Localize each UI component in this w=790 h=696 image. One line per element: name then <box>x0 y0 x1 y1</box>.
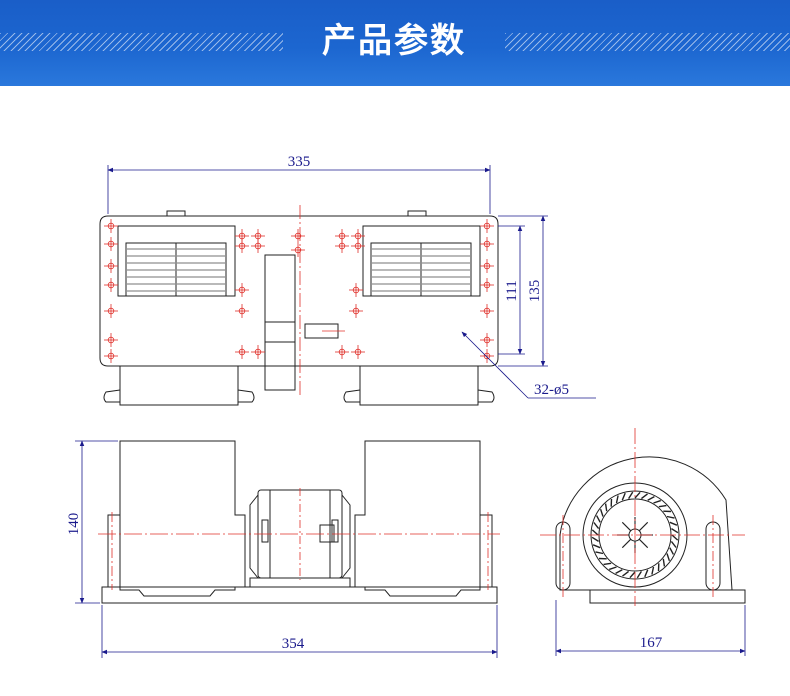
fan-blade <box>591 536 599 542</box>
top-width-label: 335 <box>288 154 311 170</box>
top-plate-outline <box>99 215 499 367</box>
fan-blade <box>592 544 601 549</box>
front-right-housing <box>354 440 481 597</box>
fan-blades <box>591 491 679 579</box>
side-width-label: 167 <box>640 635 663 651</box>
fan-blade <box>666 553 671 562</box>
banner-stripe-left <box>0 33 283 51</box>
side-dimensions <box>555 600 746 656</box>
fan-blade <box>615 569 623 575</box>
front-base-plate <box>101 586 498 604</box>
fan-blade <box>615 495 619 504</box>
top-view <box>99 210 499 406</box>
fan-blade <box>603 562 612 566</box>
fan-blade <box>640 493 648 500</box>
fan-blade <box>591 529 599 536</box>
fan-blade <box>622 570 630 577</box>
front-left-housing <box>119 440 246 597</box>
fan-blade <box>647 495 655 501</box>
fan-blade <box>595 551 604 555</box>
mounting-holes <box>104 219 494 363</box>
hub-spoke <box>621 521 632 532</box>
side-scroll-housing <box>559 456 733 591</box>
hole-spec-label: 32-ø5 <box>534 382 569 398</box>
fan-blade <box>666 515 675 519</box>
top-view-centerlines <box>299 205 345 395</box>
side-view <box>555 456 746 604</box>
front-view <box>101 440 498 604</box>
fan-blade <box>593 522 600 530</box>
fan-blade <box>669 521 678 526</box>
right-lower-housing <box>359 366 479 406</box>
fan-blade <box>658 504 667 508</box>
page-title: 产品参数 <box>322 21 466 61</box>
front-height-label: 140 <box>66 513 82 536</box>
fan-blade <box>595 515 601 523</box>
top-height-outer-label: 135 <box>527 280 543 303</box>
fan-blade <box>671 528 679 534</box>
top-height-inner-label: 111 <box>504 280 520 301</box>
fan-blade <box>628 491 634 499</box>
fan-blade <box>653 499 662 504</box>
fan-blade <box>621 492 626 501</box>
grille-slats <box>127 248 470 292</box>
side-base-plate <box>589 589 746 604</box>
banner-stripe-right <box>505 33 790 51</box>
left-lower-housing <box>119 366 239 406</box>
hub-spoke <box>638 538 649 549</box>
fan-blade <box>604 503 608 512</box>
fan-blade <box>644 569 649 578</box>
fan-blade <box>670 540 677 548</box>
header-banner: 产品参数 <box>0 0 790 86</box>
fan-blade <box>662 558 666 567</box>
front-view-centerlines <box>98 488 500 590</box>
hub-spoke <box>638 521 649 532</box>
fan-blade <box>629 571 636 579</box>
front-dimensions <box>75 440 498 658</box>
fan-blade <box>636 571 642 579</box>
front-width-label: 354 <box>282 636 305 652</box>
fan-blade <box>651 566 655 575</box>
hub-spoke <box>621 538 632 549</box>
fan-blade <box>671 534 679 541</box>
fan-blade <box>669 547 675 555</box>
fan-blade <box>608 566 617 571</box>
side-view-centerlines <box>540 428 745 606</box>
fan-blade <box>634 491 641 499</box>
fan-blade <box>599 508 604 517</box>
top-dimensions <box>107 165 596 399</box>
